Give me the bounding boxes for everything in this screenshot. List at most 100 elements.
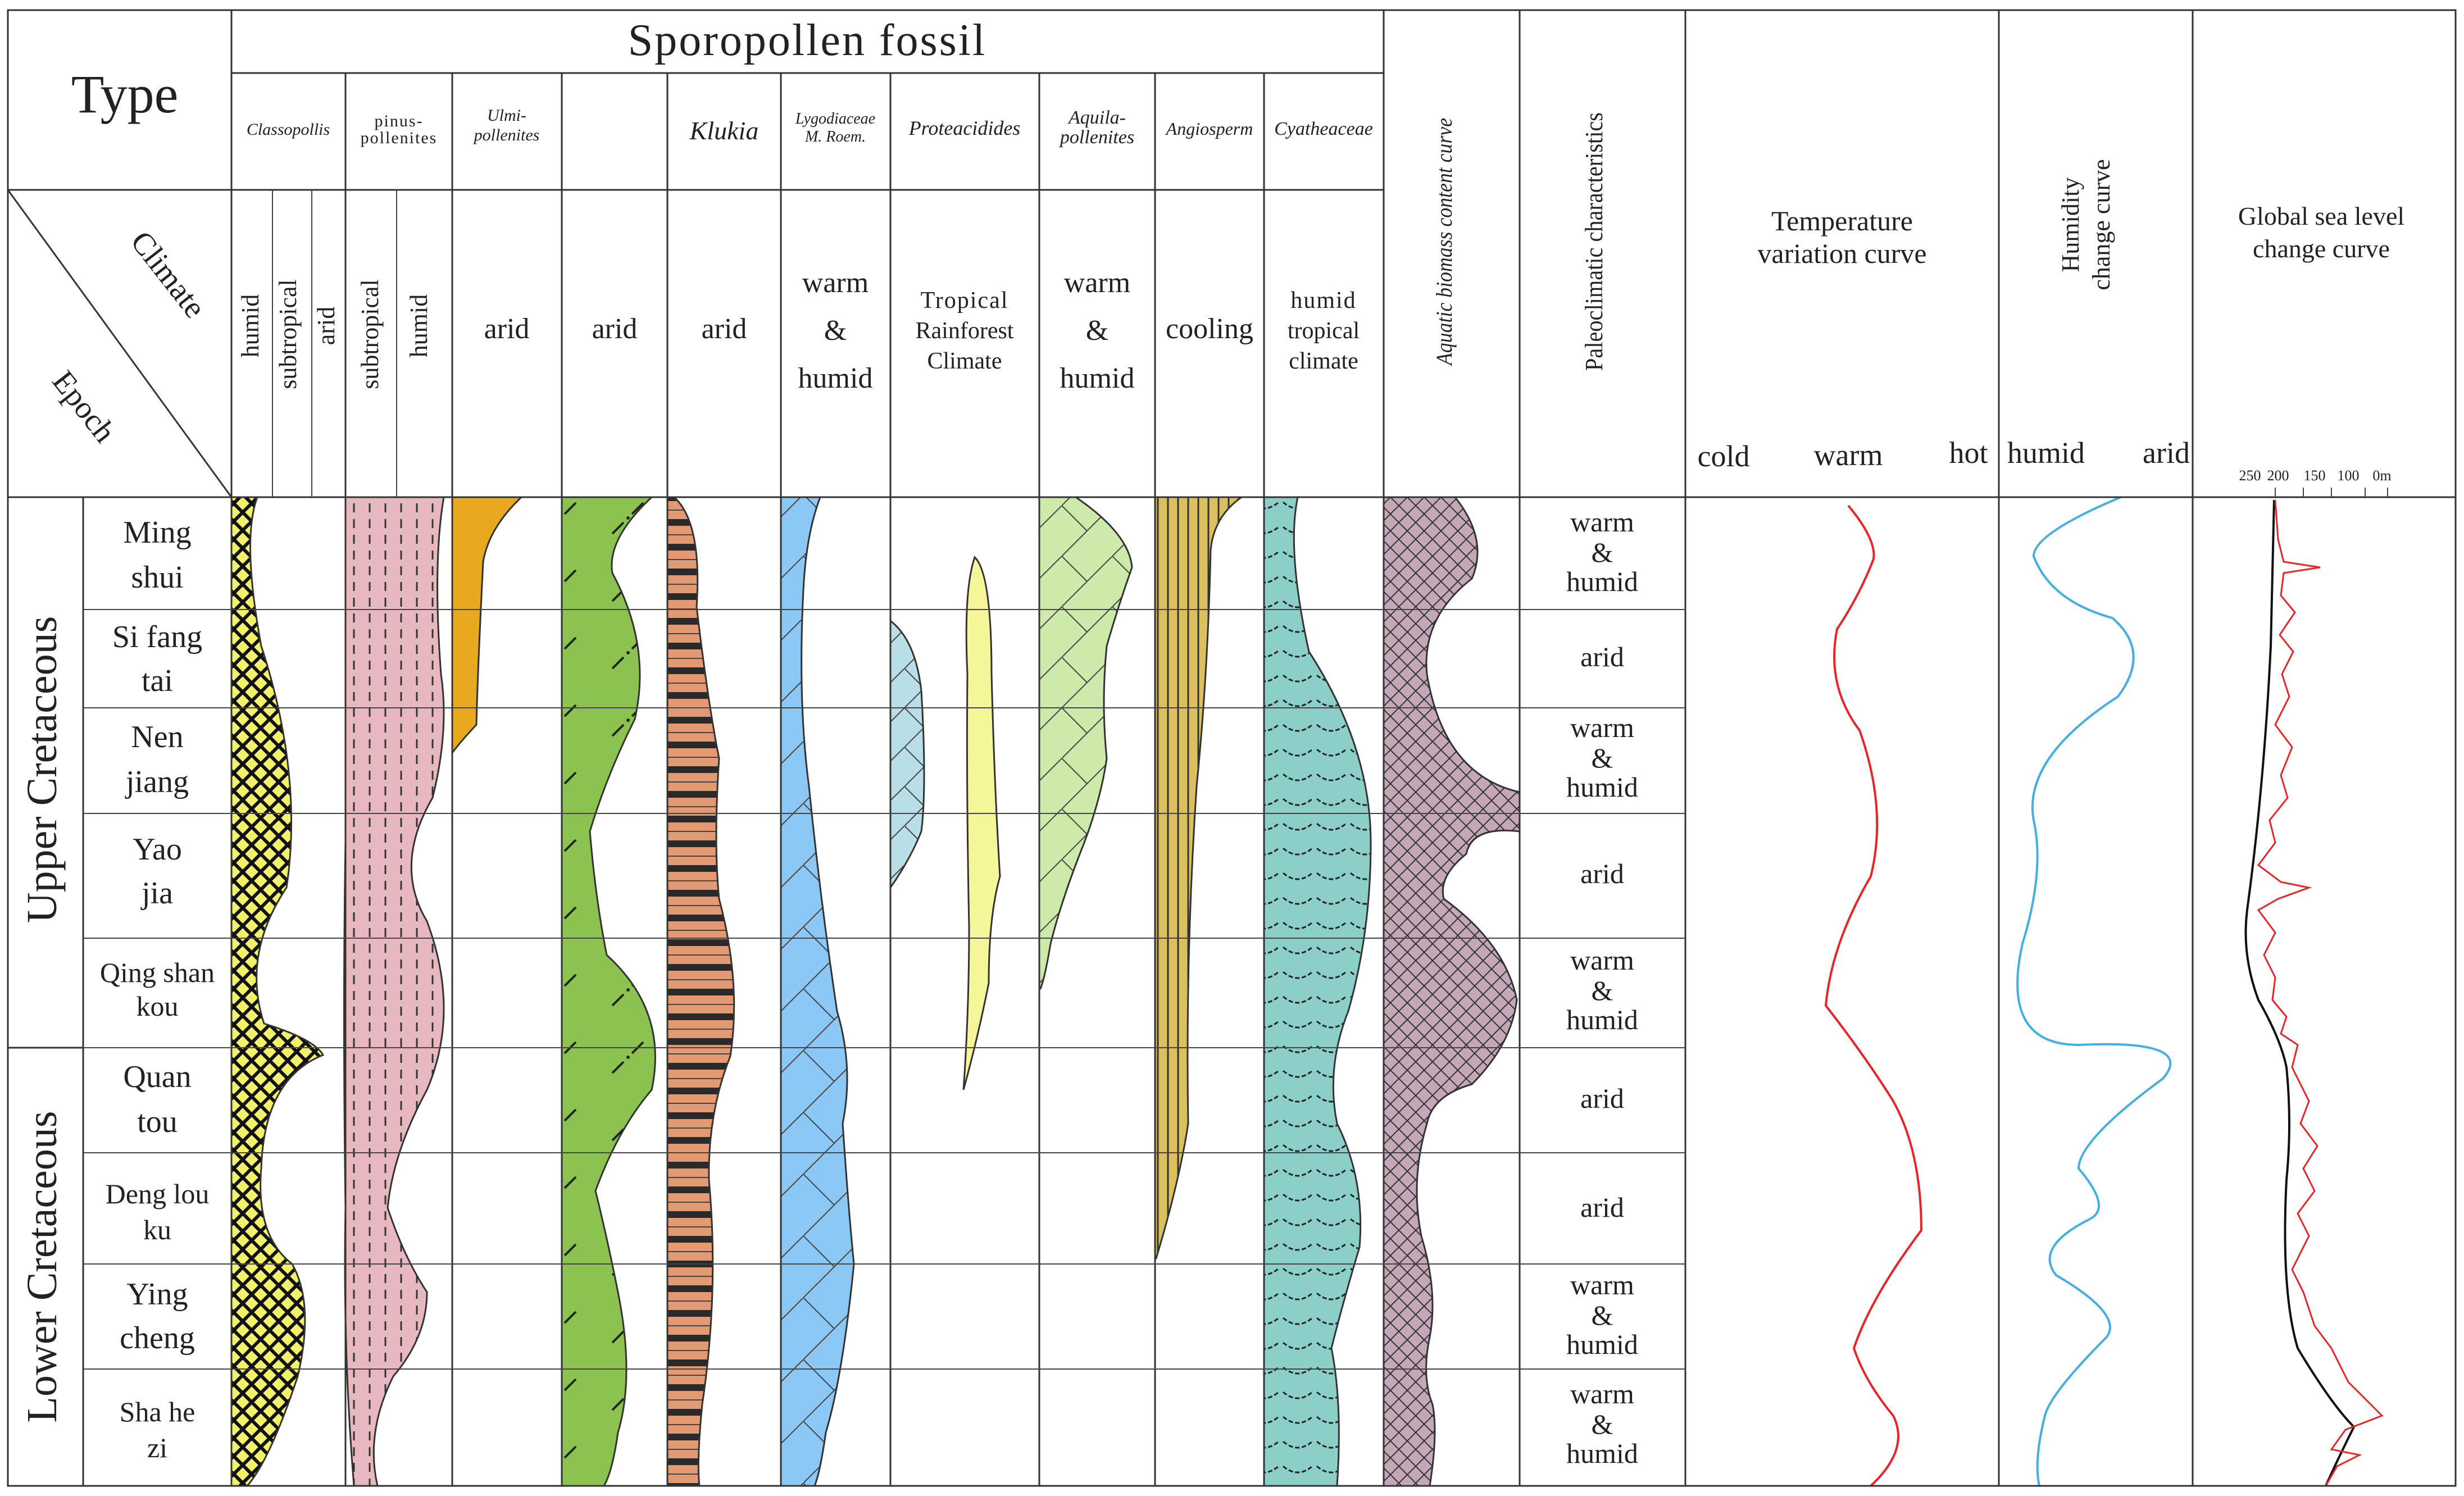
- sealevel-tick-0m: 0m: [2372, 467, 2391, 484]
- paleoclimate-value: &: [1592, 975, 1613, 1006]
- climate-classopollis-humid: humid: [237, 294, 264, 357]
- klukia-shape: [666, 496, 735, 1487]
- pinus-shape: [343, 496, 445, 1487]
- formation-name: shui: [131, 560, 183, 595]
- formation-name: jia: [140, 876, 173, 911]
- paleoclimate-value: warm: [1570, 944, 1634, 976]
- climate-label: Climate: [124, 225, 212, 325]
- formation-name: Sha he: [120, 1396, 196, 1427]
- paleoclimate-value: arid: [1580, 641, 1624, 672]
- paleoclimate-value: &: [1592, 1408, 1613, 1440]
- paleoclimate-value: &: [1592, 742, 1613, 774]
- taxon-name-pinus-2: pollenites: [361, 129, 438, 147]
- formation-name: Ying: [127, 1277, 188, 1312]
- formation-name: tai: [142, 663, 173, 698]
- formation-name: Nen: [131, 720, 183, 754]
- classopollis-shape: [230, 496, 325, 1487]
- table-grid: [7, 9, 2457, 1487]
- sealevel-title-1: Global sea level: [2238, 202, 2404, 230]
- sealevel-title-2: change curve: [2253, 234, 2390, 263]
- taxon-name-angiosperm: Angiosperm: [1165, 119, 1253, 139]
- paleoclimate-value: humid: [1566, 1329, 1638, 1360]
- sea-level-detail-curve: [2257, 499, 2384, 1486]
- formation-name: ku: [143, 1214, 171, 1245]
- sealevel-tick-150: 150: [2304, 467, 2326, 484]
- formation-name: zi: [147, 1432, 167, 1463]
- taxon-name-proteacidides: Proteacidides: [908, 117, 1021, 139]
- paleoclimate-values: warm & humid arid warm & humid arid warm…: [1566, 506, 1638, 1469]
- humidity-title-2: change curve: [2088, 159, 2115, 290]
- climate-classopollis-arid: arid: [312, 307, 340, 345]
- taxon-name-cyatheaceae: Cyatheaceae: [1274, 119, 1373, 139]
- climate-aquila-3: humid: [1060, 362, 1135, 394]
- epoch-label: Epoch: [46, 364, 122, 449]
- formation-names: Ming shui Si fang tai Nen jiang Yao jia …: [100, 515, 215, 1463]
- sealevel-tick-250: 250: [2239, 467, 2261, 484]
- paleoclimate-value: &: [1592, 1299, 1613, 1331]
- humidity-title-1: Humidity: [2057, 178, 2084, 272]
- paleoclimate-value: arid: [1580, 858, 1624, 889]
- temperature-axis-warm: warm: [1814, 438, 1883, 472]
- climate-cyath-2: tropical: [1288, 318, 1360, 344]
- paleoclimate-value: warm: [1570, 712, 1634, 743]
- paleoclimate-value: humid: [1566, 1004, 1638, 1035]
- aquatic-header: Aquatic biomass content curve: [1431, 118, 1457, 367]
- formation-name: Ming: [123, 515, 191, 550]
- climate-lygo-3: humid: [798, 362, 873, 394]
- humidity-axis-humid: humid: [2007, 436, 2085, 470]
- climate-aquila-1: warm: [1064, 267, 1130, 299]
- paleoclimate-value: humid: [1566, 1438, 1638, 1469]
- paleoclimate-value: warm: [1570, 1269, 1634, 1301]
- cyatheaceae-shape: [1263, 496, 1372, 1487]
- group-title: Sporopollen fossil: [628, 16, 986, 65]
- formation-name: Quan: [123, 1060, 191, 1094]
- angiosperm-shape: [1154, 496, 1244, 1259]
- proteacidides-shape: [889, 619, 925, 890]
- formation-name: Si fang: [112, 620, 202, 654]
- environment-curves: [1824, 496, 2384, 1487]
- climate-green: arid: [592, 313, 638, 345]
- formation-name: Deng lou: [106, 1178, 210, 1209]
- formation-name: jiang: [125, 765, 189, 799]
- sealevel-tick-100: 100: [2338, 467, 2360, 484]
- epoch-lower: Lower Cretaceous: [19, 1111, 66, 1423]
- taxon-name-ulmi: Ulmi-: [487, 106, 526, 125]
- climate-aquila-2: &: [1086, 315, 1108, 347]
- temperature-axis-cold: cold: [1698, 439, 1750, 473]
- epoch-upper: Upper Cretaceous: [19, 616, 66, 924]
- formation-name: cheng: [120, 1321, 195, 1356]
- climate-cyath-3: climate: [1289, 348, 1358, 374]
- taxon-name-lygo-2: M. Roem.: [804, 128, 866, 145]
- paleoclimate-value: humid: [1566, 566, 1638, 597]
- climate-lygo-1: warm: [802, 267, 869, 299]
- climate-prot-1: Tropical: [921, 288, 1009, 313]
- temperature-axis-hot: hot: [1949, 436, 1988, 470]
- paleoclimate-value: humid: [1566, 771, 1638, 803]
- taxon-name-ulmi-2: pollenites: [473, 126, 540, 144]
- formation-name: kou: [137, 990, 179, 1022]
- arid-taxon-shape: [561, 496, 656, 1487]
- taxon-name-classopollis: Classopollis: [247, 120, 330, 139]
- formation-name: Qing shan: [100, 957, 215, 988]
- climate-cyath-1: humid: [1290, 288, 1356, 313]
- paleoclimate-value: warm: [1570, 1378, 1634, 1409]
- taxon-name-pinus: pinus-: [375, 112, 424, 130]
- paleoclimate-value: warm: [1570, 506, 1634, 538]
- lygodiaceae-shape: [780, 496, 855, 1487]
- formation-name: tou: [137, 1104, 178, 1139]
- paleoclimate-value: arid: [1580, 1083, 1624, 1114]
- humidity-axis-arid: arid: [2143, 436, 2190, 470]
- climate-klukia: arid: [702, 313, 747, 345]
- taxa-distribution: [230, 496, 1521, 1487]
- climate-prot-3: Climate: [928, 348, 1002, 374]
- humidity-curve: [2016, 496, 2172, 1486]
- climate-angiosperm: cooling: [1166, 313, 1253, 345]
- aquatic-biomass-shape: [1383, 496, 1521, 1487]
- taxon-name-aquila: Aquila-: [1067, 107, 1126, 128]
- climate-pinus-subtropical: subtropical: [356, 279, 384, 389]
- climate-classopollis-subtropical: subtropical: [274, 279, 302, 389]
- taxon-name-aquila-2: pollenites: [1059, 127, 1134, 148]
- type-label: Type: [71, 64, 179, 124]
- sea-level-smooth-curve: [2244, 499, 2356, 1486]
